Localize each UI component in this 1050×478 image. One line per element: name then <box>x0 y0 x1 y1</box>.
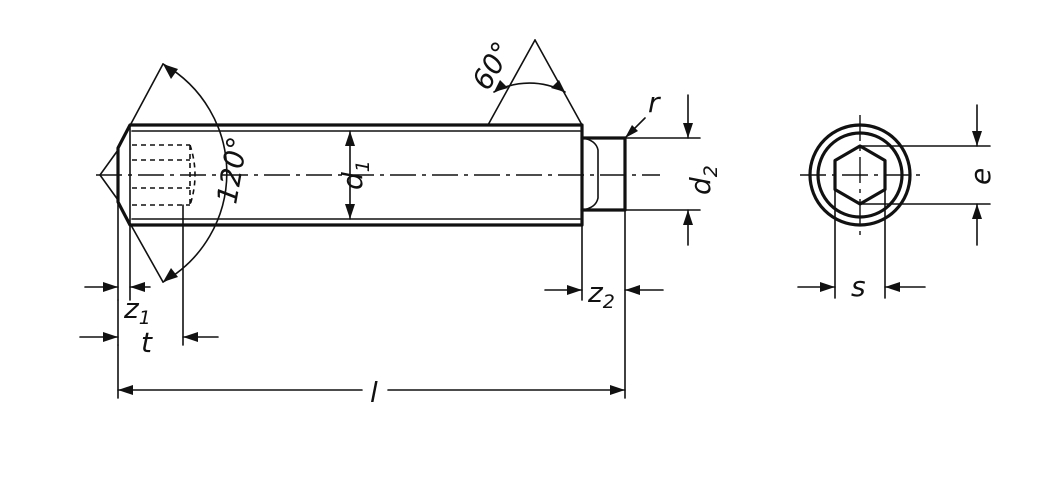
radius-r-dimension: r <box>624 86 661 139</box>
d1-label: d1 <box>336 160 374 190</box>
l-label: l <box>370 376 378 409</box>
radius-r-label: r <box>648 86 661 119</box>
dog-point <box>580 136 627 212</box>
e-label: e <box>964 168 997 185</box>
d1-dimension: d1 <box>336 130 374 220</box>
z2-dimension: z2 <box>544 209 664 399</box>
z1-dimension: z1 <box>84 201 151 329</box>
angle-120-label: 120° <box>210 134 254 206</box>
t-label: t <box>141 326 153 359</box>
d2-label: d2 <box>684 165 722 195</box>
end-view <box>800 115 920 235</box>
angle-60-dimension: 60° <box>465 36 583 126</box>
side-view <box>96 123 660 227</box>
e-dimension: e <box>859 104 997 246</box>
z2-label: z2 <box>587 276 615 313</box>
s-dimension: s <box>797 189 926 303</box>
angle-120-dimension: 120° <box>99 63 255 283</box>
d2-dimension: d2 <box>624 94 722 246</box>
l-dimension: l <box>117 344 626 409</box>
t-dimension: t <box>79 204 219 359</box>
s-label: s <box>851 270 866 303</box>
angle-60-label: 60° <box>465 36 518 95</box>
z1-label: z1 <box>123 292 151 329</box>
dog-point-radius <box>581 137 599 211</box>
